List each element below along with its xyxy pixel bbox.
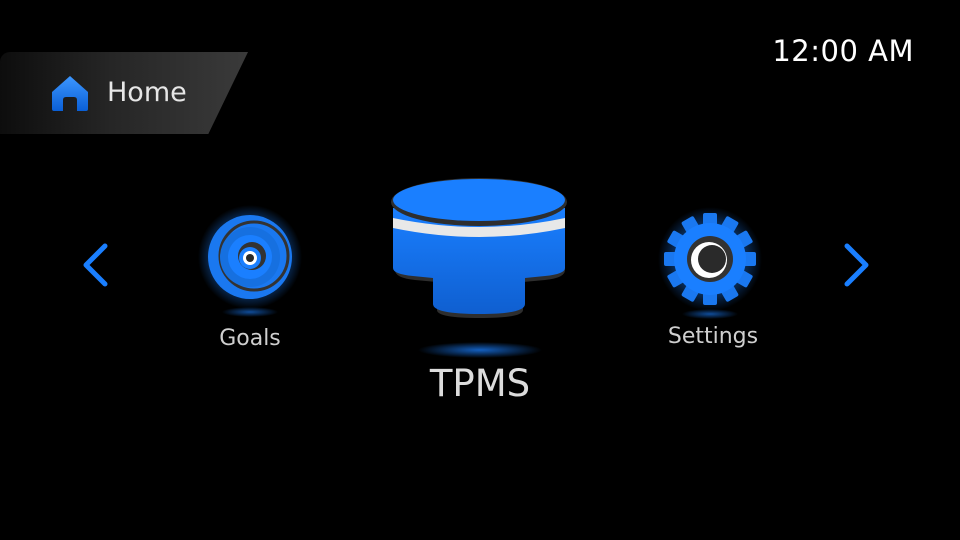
chevron-right-icon xyxy=(844,243,869,287)
menu-item-goals[interactable]: Goals xyxy=(180,200,320,360)
menu-item-label: TPMS xyxy=(429,362,531,405)
previous-button[interactable] xyxy=(76,240,116,290)
chevron-left-icon xyxy=(83,243,108,287)
target-icon xyxy=(198,205,302,317)
home-button[interactable] xyxy=(0,52,248,134)
clock-time: 12:00 AM xyxy=(772,34,914,68)
home-label: Home xyxy=(107,77,187,108)
tire-pressure-icon xyxy=(391,178,567,358)
next-button[interactable] xyxy=(836,240,876,290)
menu-item-label: Goals xyxy=(219,326,281,351)
menu-item-settings[interactable]: Settings xyxy=(640,200,786,360)
home-icon xyxy=(50,73,90,113)
menu-item-label: Settings xyxy=(667,324,759,349)
menu-item-tpms[interactable]: TPMS xyxy=(375,170,585,410)
gear-icon xyxy=(658,207,762,319)
